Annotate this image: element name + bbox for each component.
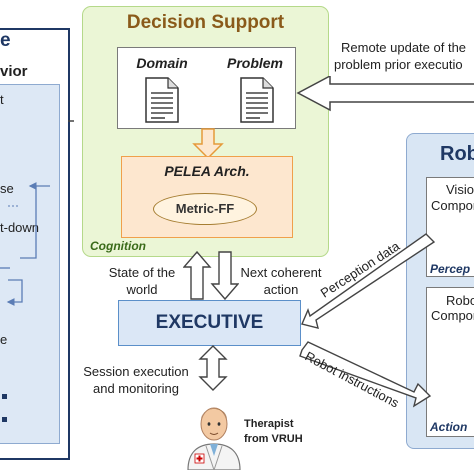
robot-component-box <box>426 287 474 437</box>
vision-label-line-2: Compon <box>431 198 474 213</box>
robot-component-label-line-1: Robo <box>446 293 474 308</box>
left-to-executive-arrow <box>68 120 74 122</box>
metric-ff-label: Metric-FF <box>175 201 235 216</box>
cognition-label: Cognition <box>90 239 146 253</box>
action-tag: Action <box>430 420 468 434</box>
state-of-world-line-2: world <box>126 282 158 297</box>
left-line-4: e <box>0 332 8 347</box>
session-line-1: Session execution <box>83 364 189 379</box>
robot-executive-arrows <box>299 233 436 408</box>
domain-label: Domain <box>136 55 188 71</box>
session-line-2: and monitoring <box>93 381 179 396</box>
left-panel-connectors <box>0 182 50 306</box>
perception-tag: Percep <box>430 262 471 276</box>
left-square-marker <box>2 417 7 422</box>
remote-update-arrow <box>296 76 474 112</box>
remote-update-line-2: problem prior executio <box>334 57 463 72</box>
left-line-2: se <box>0 181 14 196</box>
therapist-label-line-1: Therapist <box>244 418 294 430</box>
cognition-executive-arrows <box>183 251 239 301</box>
robot-component-label-line-2: Compon <box>431 308 474 323</box>
left-line-1: t <box>0 92 4 107</box>
session-arrow <box>198 345 228 391</box>
vision-label-line-1: Visio <box>446 182 474 197</box>
pelea-label: PELEA Arch. <box>164 163 250 179</box>
next-action-line-2: action <box>263 282 299 297</box>
vision-component-box <box>426 177 474 277</box>
left-inner-panel <box>0 84 60 444</box>
decision-support-title: Decision Support <box>126 12 285 33</box>
problem-file-icon <box>240 77 274 123</box>
remote-update-line-1: Remote update of the <box>341 40 467 55</box>
domain-file-icon <box>145 77 179 123</box>
left-line-3: t-down <box>0 220 40 235</box>
executive-label: EXECUTIVE <box>155 312 264 333</box>
state-of-world-line-1: State of the <box>108 265 176 280</box>
left-panel-behavior-label: vior <box>0 63 28 80</box>
problem-label: Problem <box>226 55 283 71</box>
robot-panel-title: Rob <box>440 143 474 165</box>
therapist-icon <box>187 407 241 470</box>
executive-box <box>118 300 301 346</box>
left-panel-title: e <box>0 30 11 51</box>
therapist-label-line-2: from VRUH <box>244 433 303 445</box>
files-to-pelea-arrow <box>192 128 224 160</box>
metric-ff-planner <box>153 193 257 225</box>
left-square-marker <box>2 394 7 399</box>
next-action-line-1: Next coherent <box>240 265 322 280</box>
